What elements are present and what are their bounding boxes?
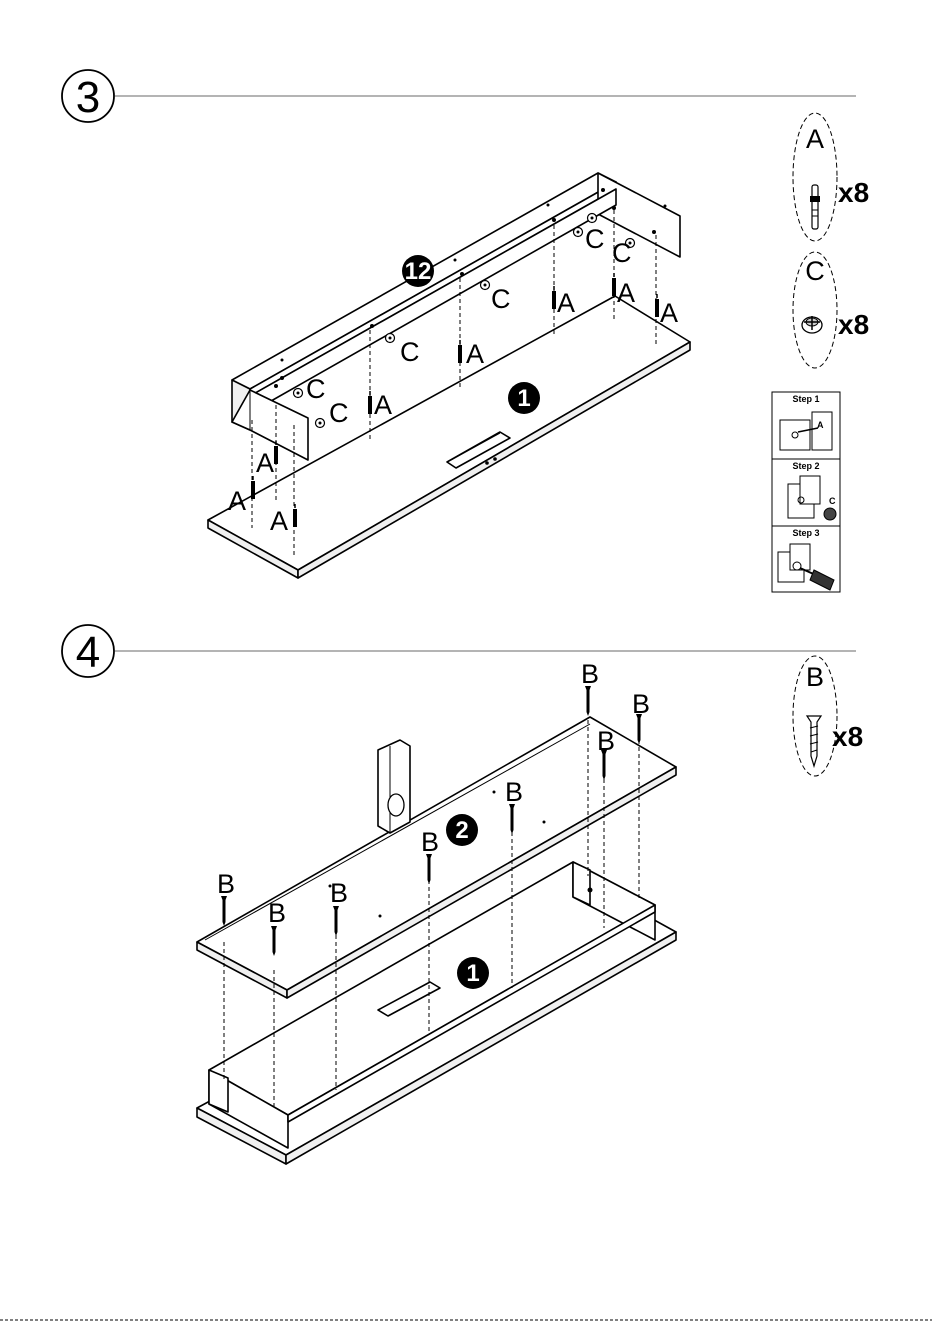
- svg-text:B: B: [268, 898, 286, 928]
- svg-text:Step 3: Step 3: [792, 528, 819, 538]
- screw-icon: [807, 716, 821, 766]
- svg-text:C: C: [612, 238, 632, 268]
- svg-text:C: C: [829, 496, 836, 506]
- svg-text:A: A: [817, 420, 824, 430]
- svg-text:2: 2: [455, 817, 468, 844]
- cam-lock-instructions: Step 1 A Step 2 C Step 3: [772, 392, 840, 592]
- svg-text:B: B: [505, 777, 523, 807]
- svg-text:1: 1: [466, 960, 479, 987]
- svg-text:x8: x8: [838, 309, 869, 340]
- step-4-drawing: B B B B B B B B 2 1: [197, 659, 676, 1164]
- svg-text:A: A: [557, 288, 575, 318]
- step-4-parts-list: B x8: [793, 656, 863, 776]
- step-4-header: 4: [62, 625, 856, 677]
- svg-text:x8: x8: [832, 721, 863, 752]
- part-a-callout: A x8: [793, 113, 869, 241]
- panel-marker-1-step-3: 1: [508, 382, 540, 414]
- svg-text:B: B: [330, 878, 348, 908]
- part-c-callout: C x8: [793, 252, 869, 368]
- svg-text:B: B: [632, 689, 650, 719]
- cable-upright: [378, 740, 410, 833]
- svg-text:C: C: [329, 398, 349, 428]
- svg-text:B: B: [806, 662, 824, 692]
- svg-text:C: C: [306, 374, 326, 404]
- svg-text:12: 12: [405, 258, 432, 285]
- part-b-callout: B x8: [793, 656, 863, 776]
- svg-text:B: B: [581, 659, 599, 689]
- svg-text:C: C: [491, 284, 511, 314]
- svg-text:C: C: [805, 256, 825, 286]
- svg-text:C: C: [585, 224, 605, 254]
- panel-marker-12: 12: [402, 255, 434, 287]
- svg-text:A: A: [270, 506, 288, 536]
- svg-text:Step 2: Step 2: [792, 461, 819, 471]
- svg-text:A: A: [660, 298, 678, 328]
- svg-text:B: B: [421, 827, 439, 857]
- svg-text:A: A: [374, 390, 392, 420]
- step-3-parts-list: A x8 C x8: [793, 113, 869, 368]
- svg-text:x8: x8: [838, 177, 869, 208]
- step-3-number: 3: [76, 73, 100, 122]
- step-3-drawing: A A A A A A A A C C C C C C 12 1: [208, 173, 690, 578]
- svg-text:1: 1: [517, 385, 530, 412]
- cam-lock-icon: [802, 316, 822, 333]
- step-4-number: 4: [76, 628, 100, 677]
- panel-marker-2: 2: [446, 814, 478, 846]
- svg-text:A: A: [256, 448, 274, 478]
- svg-text:A: A: [228, 486, 246, 516]
- svg-text:B: B: [217, 869, 235, 899]
- step-3-header: 3: [62, 70, 856, 122]
- svg-text:C: C: [400, 337, 420, 367]
- svg-text:A: A: [466, 339, 484, 369]
- cam-bolt-icon: [810, 185, 820, 229]
- svg-text:A: A: [806, 124, 824, 154]
- svg-text:A: A: [617, 278, 635, 308]
- svg-text:Step 1: Step 1: [792, 394, 819, 404]
- panel-marker-1-step-4: 1: [457, 957, 489, 989]
- svg-text:B: B: [597, 726, 615, 756]
